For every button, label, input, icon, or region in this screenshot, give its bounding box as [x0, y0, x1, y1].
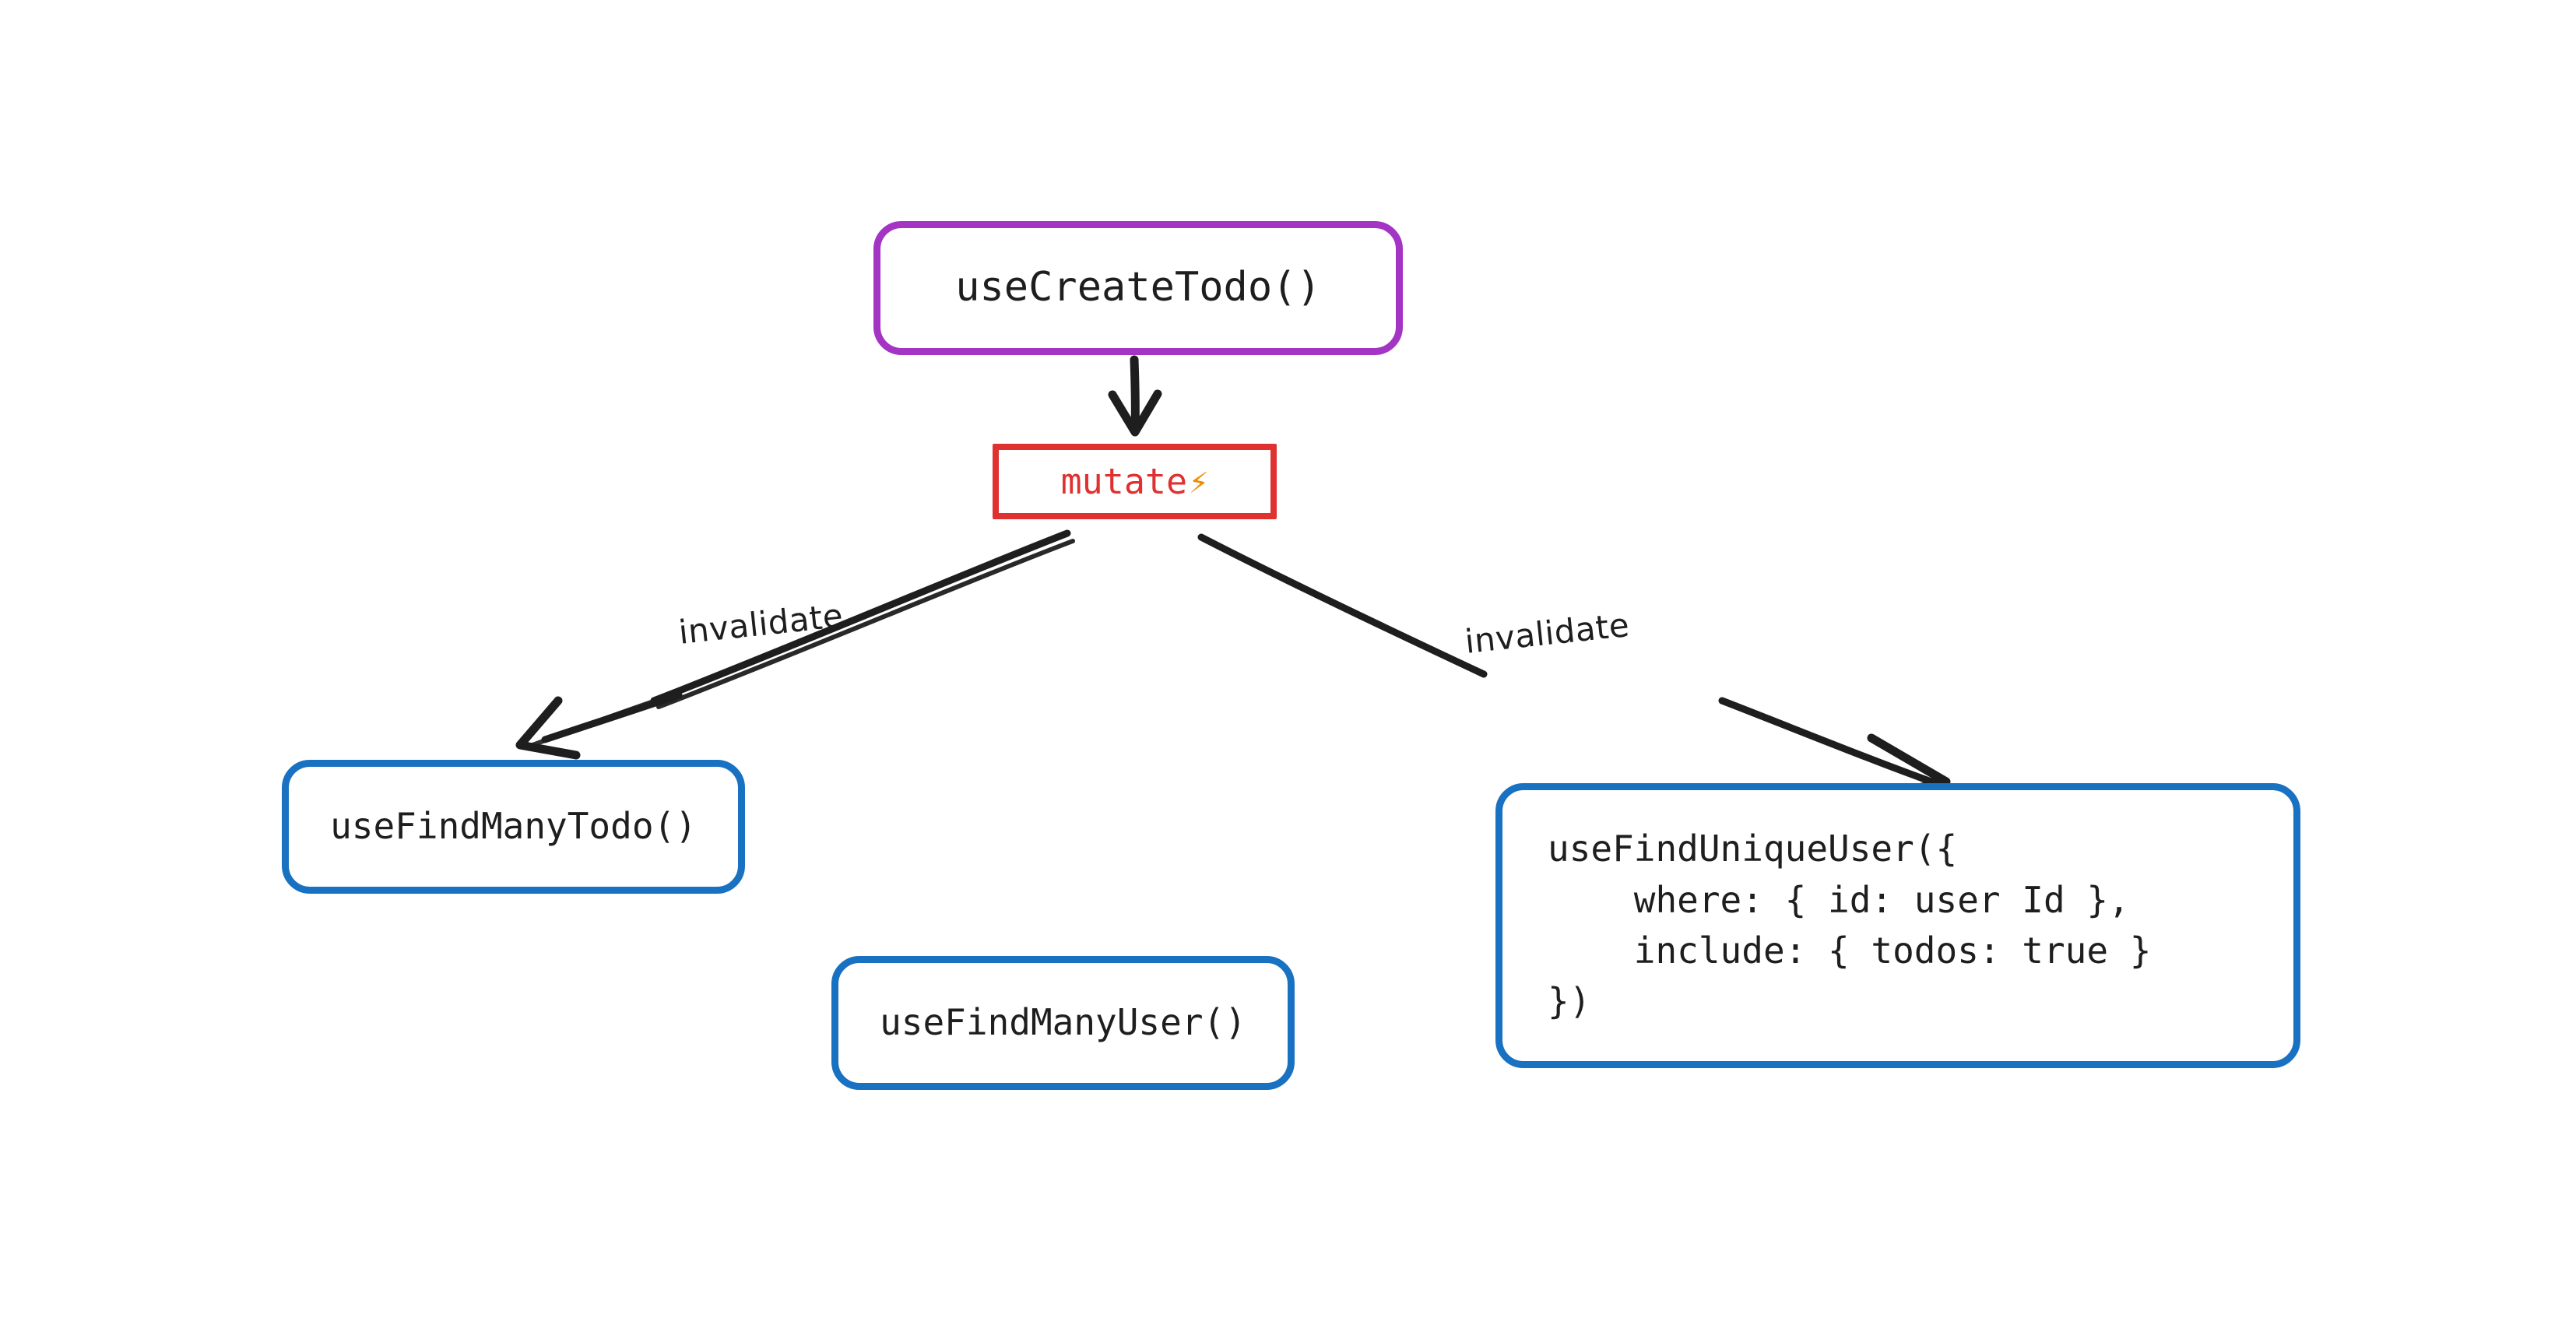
- edge-mutate-to-findmanytodo: [515, 529, 1075, 760]
- node-mutate-label: mutate: [1060, 460, 1188, 502]
- node-use-find-unique-user[interactable]: useFindUniqueUser({ where: { id: user Id…: [1495, 783, 2300, 1068]
- edge-mutate-to-finduniqueuser: [1197, 533, 1951, 805]
- node-use-create-todo-label: useCreateTodo(): [955, 264, 1321, 311]
- node-use-find-many-user-label: useFindManyUser(): [880, 1001, 1246, 1044]
- node-use-find-unique-user-label: useFindUniqueUser({ where: { id: user Id…: [1548, 828, 2152, 1023]
- node-use-find-many-user[interactable]: useFindManyUser(): [831, 956, 1295, 1090]
- node-use-find-many-todo[interactable]: useFindManyTodo(): [282, 760, 745, 894]
- node-mutate[interactable]: mutate⚡: [993, 444, 1277, 519]
- edge-label-invalidate-left: invalidate: [677, 596, 845, 652]
- edge-label-invalidate-right: invalidate: [1463, 605, 1632, 661]
- lightning-bolt-icon: ⚡: [1189, 462, 1209, 501]
- node-use-create-todo[interactable]: useCreateTodo(): [873, 221, 1403, 355]
- edge-create-to-mutate: [1108, 355, 1162, 437]
- node-use-find-many-todo-label: useFindManyTodo(): [330, 805, 697, 848]
